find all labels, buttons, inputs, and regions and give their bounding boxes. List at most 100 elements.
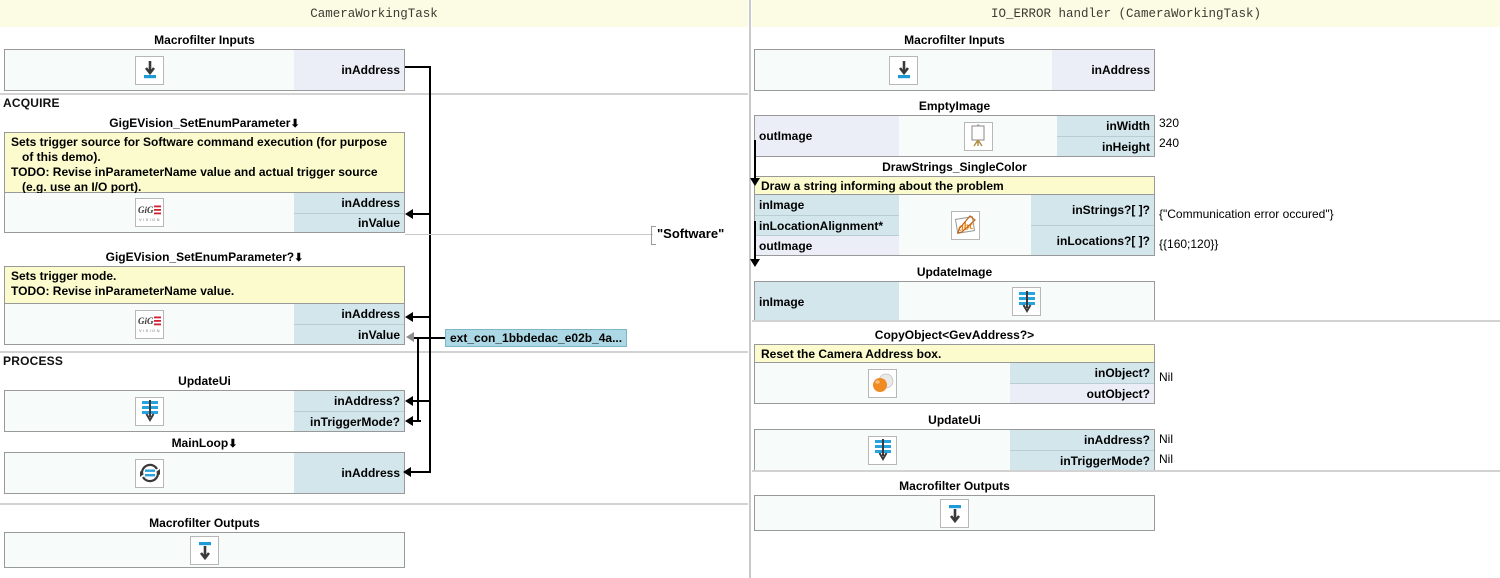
comment-line-1: Draw a string informing about the proble… bbox=[761, 179, 1004, 193]
ext-con-chip[interactable]: ext_con_1bbdedac_e02b_4a... bbox=[445, 329, 628, 347]
block-icon-cell bbox=[755, 496, 1154, 530]
port-inValue[interactable]: inValue bbox=[294, 213, 404, 232]
wire-drawstrings-to-updateimage bbox=[754, 221, 756, 261]
value-inTriggerMode[interactable]: Nil bbox=[1159, 452, 1173, 466]
block-gigevision-setenumparameter-1[interactable]: GigEVision_SetEnumParameter⬇ Sets trigge… bbox=[4, 115, 405, 233]
arrow-drawstrings-inimage bbox=[750, 178, 760, 186]
block-icon-cell bbox=[5, 391, 294, 431]
value-inStrings[interactable]: {"Communication error occured"} bbox=[1159, 207, 1334, 221]
block-macrofilter-inputs-left[interactable]: Macrofilter Inputs inAddress bbox=[4, 32, 405, 91]
block-macrofilter-outputs-left[interactable]: Macrofilter Outputs bbox=[4, 515, 405, 568]
block-title: UpdateUi bbox=[178, 374, 231, 388]
block-gigevision-setenumparameter-2[interactable]: GigEVision_SetEnumParameter?⬇ Sets trigg… bbox=[4, 249, 405, 345]
port-inStrings[interactable]: inStrings?[ ]? bbox=[1031, 195, 1154, 226]
port-inImage[interactable]: inImage bbox=[755, 195, 899, 215]
port-inImage[interactable]: inImage bbox=[755, 282, 899, 321]
port-inLocations[interactable]: inLocations?[ ]? bbox=[1031, 225, 1154, 255]
macrofilter-input-icon bbox=[135, 55, 164, 85]
value-inAddress[interactable]: Nil bbox=[1159, 432, 1173, 446]
block-icon-cell bbox=[5, 50, 294, 90]
port-inLocationAlignment[interactable]: inLocationAlignment* bbox=[755, 215, 899, 235]
port-outObject[interactable]: outObject? bbox=[1010, 383, 1154, 403]
value-inWidth[interactable]: 320 bbox=[1159, 116, 1180, 130]
arrow-gige1-inaddress bbox=[405, 209, 413, 219]
port-inHeight[interactable]: inHeight bbox=[1057, 136, 1154, 156]
port-inAddress[interactable]: inAddress bbox=[294, 193, 404, 213]
block-title: GigEVision_SetEnumParameter⬇ bbox=[4, 115, 405, 132]
section-label-acquire: ACQUIRE bbox=[3, 96, 60, 110]
port-inAddress[interactable]: inAddress bbox=[294, 304, 404, 324]
block-title: GigEVision_SetEnumParameter?⬇ bbox=[4, 249, 405, 266]
section-label-process: PROCESS bbox=[3, 354, 64, 368]
updateui-icon bbox=[135, 396, 164, 426]
wire-extcon bbox=[414, 337, 446, 339]
port-inAddress[interactable]: inAddress bbox=[294, 50, 404, 90]
right-pane-title: IO_ERROR handler (CameraWorkingTask) bbox=[752, 0, 1500, 27]
wire-branch-gige1 bbox=[413, 213, 431, 215]
section-rule-acquire bbox=[0, 93, 748, 95]
port-inObject[interactable]: inObject? bbox=[1010, 363, 1154, 383]
block-icon-cell bbox=[899, 116, 1057, 156]
block-icon-cell bbox=[755, 363, 1010, 403]
port-outImage[interactable]: outImage bbox=[755, 116, 899, 156]
port-inTriggerMode[interactable]: inTriggerMode? bbox=[294, 411, 404, 431]
drawstrings-icon: abc bbox=[950, 210, 980, 240]
block-title: MainLoop⬇ bbox=[4, 435, 405, 452]
arrow-updateimage-inimage bbox=[750, 259, 760, 267]
value-inLocations[interactable]: {{160;120}} bbox=[1159, 237, 1219, 251]
macrofilter-output-icon bbox=[190, 535, 219, 565]
svg-text:VISION: VISION bbox=[139, 217, 161, 222]
wire-mainloop-inaddress bbox=[411, 471, 431, 473]
comment-line-1: Sets trigger source for Software command… bbox=[11, 135, 388, 164]
block-copyobject[interactable]: CopyObject<GevAddress?> Reset the Camera… bbox=[754, 327, 1155, 404]
block-icon-cell: GiG VISION bbox=[5, 304, 294, 344]
value-inHeight[interactable]: 240 bbox=[1159, 136, 1180, 150]
down-arrow-icon: ⬇ bbox=[228, 438, 238, 450]
wire-updateui-inaddress bbox=[413, 400, 431, 402]
pane-divider bbox=[749, 0, 751, 578]
block-emptyimage[interactable]: EmptyImage outImage inWidth inHeight bbox=[754, 98, 1155, 157]
port-inValue[interactable]: inValue bbox=[294, 324, 404, 344]
block-title: CopyObject<GevAddress?> bbox=[874, 328, 1035, 342]
port-inAddress[interactable]: inAddress? bbox=[294, 391, 404, 411]
port-outImage[interactable]: outImage bbox=[755, 235, 899, 255]
value-inObject[interactable]: Nil bbox=[1159, 370, 1173, 384]
block-drawstrings-singlecolor[interactable]: DrawStrings_SingleColor Draw a string in… bbox=[754, 159, 1155, 256]
block-updateui-right[interactable]: UpdateUi inAddress? inTriggerMode? bbox=[754, 412, 1155, 471]
block-macrofilter-outputs-right[interactable]: Macrofilter Outputs bbox=[754, 478, 1155, 531]
block-updateui-left[interactable]: UpdateUi inAddress? inTriggerMode? bbox=[4, 373, 405, 432]
down-arrow-icon: ⬇ bbox=[290, 118, 300, 130]
section-rule-right-1 bbox=[752, 320, 1500, 322]
left-pane-title-text: CameraWorkingTask bbox=[310, 6, 438, 21]
port-inAddress[interactable]: inAddress bbox=[294, 453, 404, 493]
wire-software-literal bbox=[405, 234, 653, 235]
block-icon-cell: abc bbox=[899, 195, 1031, 255]
wire-inaddress-bus bbox=[429, 66, 431, 472]
wire-updateui-intriggermode bbox=[413, 420, 421, 422]
copyobject-icon bbox=[868, 368, 897, 398]
block-title: EmptyImage bbox=[918, 99, 991, 113]
gigevision-icon: GiG VISION bbox=[135, 198, 164, 227]
block-updateimage[interactable]: UpdateImage inImage bbox=[754, 264, 1155, 322]
software-literal[interactable]: "Software" bbox=[657, 226, 725, 241]
port-inAddress[interactable]: inAddress bbox=[1052, 50, 1154, 90]
block-mainloop[interactable]: MainLoop⬇ inAddress bbox=[4, 435, 405, 494]
port-inTriggerMode[interactable]: inTriggerMode? bbox=[1010, 450, 1154, 470]
section-rule-outputs bbox=[0, 503, 748, 505]
port-inAddress[interactable]: inAddress? bbox=[1010, 430, 1154, 450]
literal-bracket bbox=[651, 226, 656, 245]
arrow-gige2-inaddress bbox=[405, 312, 413, 322]
port-inWidth[interactable]: inWidth bbox=[1057, 116, 1154, 136]
block-macrofilter-inputs-right[interactable]: Macrofilter Inputs inAddress bbox=[754, 32, 1155, 91]
emptyimage-icon bbox=[963, 121, 993, 151]
macrofilter-input-icon bbox=[889, 55, 918, 85]
arrow-mainloop-inaddress bbox=[403, 467, 411, 477]
svg-text:GiG: GiG bbox=[138, 316, 154, 326]
block-title-text: MainLoop bbox=[171, 436, 229, 450]
block-icon-cell bbox=[755, 430, 1010, 470]
block-title: UpdateImage bbox=[916, 265, 993, 279]
comment-line-1: Reset the Camera Address box. bbox=[761, 347, 942, 361]
block-title: Macrofilter Outputs bbox=[899, 479, 1010, 493]
svg-text:GiG: GiG bbox=[138, 205, 154, 215]
